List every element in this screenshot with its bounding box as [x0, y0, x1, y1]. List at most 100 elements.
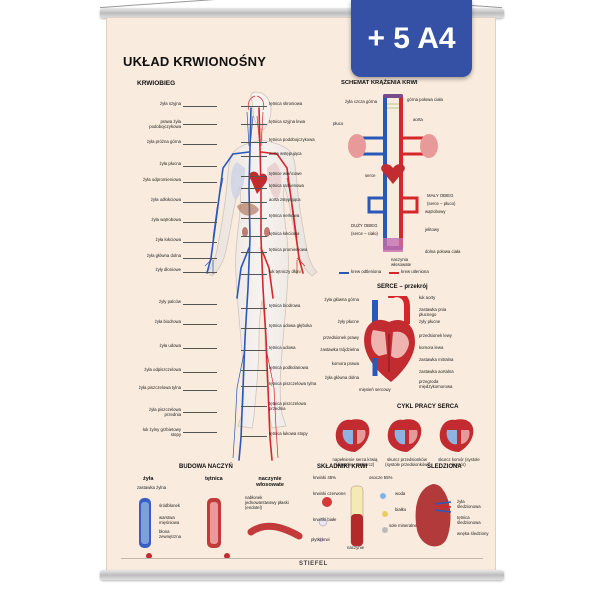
schemat-title: SCHEMAT KRĄŻENIA KRWI — [341, 80, 418, 86]
kr-left-label: żyła piszczelowa tylna — [138, 385, 181, 390]
hanger-rod-top — [100, 8, 504, 18]
kr-left-label: żyła piszczelowa przednia — [148, 407, 181, 417]
kr-left-label: żyła szyjna — [159, 101, 181, 106]
label-splenic-hilum: wnęka śledziony — [457, 531, 489, 536]
leader-line — [241, 236, 267, 237]
leader-line — [183, 222, 217, 223]
kr-left-label: żyła główna dolna — [146, 253, 181, 258]
serce-title: SERCE – przekrój — [377, 284, 428, 290]
kr-right-label: tętnica promieniowa — [269, 247, 308, 252]
budowa-title: BUDOWA NACZYŃ — [179, 464, 233, 470]
legend-swatch-oxygenated — [389, 272, 399, 274]
serce-labels-label: żyły płucne — [337, 319, 359, 324]
skl-labels-label: krwinki 45% — [313, 475, 336, 480]
cykl-caption-atrial-systole: skurcz przedsionków (systole przedsionkó… — [385, 457, 429, 467]
legend-deoxygenated: krew odtleniona — [351, 269, 382, 274]
leader-line — [241, 406, 267, 407]
skl-labels-label: krwinki czerwone — [313, 491, 346, 496]
serce-labels-label: żyła główna dolna — [324, 375, 359, 380]
body-figure — [204, 91, 318, 461]
serce-labels-label: przedsionek prawy — [323, 335, 359, 340]
sch-labels-label: aorta — [413, 117, 423, 122]
leader-line — [183, 324, 217, 325]
sch-labels-label: żyła czcza górna — [345, 99, 378, 104]
leader-line — [241, 370, 267, 371]
cykl-caption-diastole: napełnienie serca krwią (diastole – rozk… — [332, 457, 378, 467]
kr-right-label: tętnica łokciowa — [269, 231, 300, 236]
label-splenic-vein: żyła śledzionowa — [457, 499, 481, 509]
leader-line — [241, 308, 267, 309]
skl-labels-label: sole mineralne — [389, 523, 417, 528]
badge-plus-5-a4: + 5 A4 — [351, 0, 472, 77]
poster-title: UKŁAD KRWIONOŚNY — [123, 54, 267, 69]
kr-right-label: tętnica podobojczykowa — [269, 137, 315, 142]
leader-line — [241, 142, 267, 143]
kr-left-label: żyła płucna — [159, 161, 182, 166]
kr-right-label: tętnica nerkowa — [269, 213, 300, 218]
leader-line — [183, 166, 217, 167]
kr-right-label: aorta wstępująca — [269, 151, 302, 156]
kr-right-label: tętnica ramienowa — [269, 183, 304, 188]
column-vein: żyła — [143, 476, 154, 482]
poster: UKŁAD KRWIONOŚNY KRWIOBIEG — [106, 17, 496, 571]
cykl-caption-ventricular-systole: skurcz komór (systole komór) — [438, 457, 480, 467]
hanger-rod-bottom — [100, 570, 504, 580]
leader-line — [241, 350, 267, 351]
serce-bottom-label: mięsień sercowy — [359, 387, 391, 392]
leader-line — [241, 176, 267, 177]
leader-line — [241, 202, 267, 203]
sch-labels-label: dolna połowa ciała — [425, 249, 461, 254]
kr-left-label: żyła łokciowa — [155, 237, 181, 242]
skladniki-title: SKŁADNIKI KRWI — [317, 464, 368, 470]
vessel-illustrations — [139, 498, 303, 559]
kr-right-label: tętnica podkolanowa — [269, 365, 309, 370]
sch-labels-label: (serce – płuco) — [427, 201, 456, 206]
kr-right-label: tętnica piszczelowa tylna — [269, 381, 317, 386]
krwiobieg-title: KRWIOBIEG — [137, 80, 176, 87]
leader-line — [183, 372, 217, 373]
kr-left-label: prawa żyła podobojczykowa — [149, 119, 181, 129]
kr-left-label: żyła próżna górna — [146, 139, 181, 144]
sch-labels-label: naczynia włosowate — [391, 257, 412, 267]
leader-line — [183, 304, 217, 305]
serce-labels-label: żyła główna górna — [324, 297, 359, 302]
skl-labels-label: woda — [395, 491, 406, 496]
skl-labels-label: krwinki białe — [313, 517, 337, 522]
serce-right-label: zastawka aortalna — [419, 369, 454, 374]
sch-labels-label: DUŻY OBIEG — [351, 223, 378, 228]
kr-left-label: łuk żylny grzbietowy stopy — [142, 427, 181, 437]
serce-right-label: komora lewa — [419, 345, 444, 350]
sch-labels-label: górna połowa ciała — [407, 97, 443, 102]
kr-right-label: tętnica szyjna lewa — [269, 119, 306, 124]
column-capillary: naczynie włosowate — [256, 476, 284, 488]
leader-line — [241, 156, 267, 157]
leader-line — [183, 124, 217, 125]
footer-divider — [121, 558, 483, 559]
leader-line — [183, 390, 217, 391]
legend-swatch-deoxygenated — [339, 272, 349, 274]
sch-labels-label: MAŁY OBIEG — [427, 193, 454, 198]
kr-right-label: tętnica łukowa stopy — [269, 431, 308, 436]
leader-line — [241, 436, 267, 437]
skl-labels-label: białko — [395, 507, 407, 512]
label-splenic-artery: tętnica śledzionowa — [457, 515, 481, 525]
column-artery: tętnica — [205, 476, 223, 482]
cykl-title: CYKL PRACY SERCA — [397, 404, 459, 410]
kr-left-label: żyła odłokciowa — [150, 197, 181, 202]
serce-right-label: przedsionek lewy — [419, 333, 452, 338]
leader-line — [183, 106, 217, 107]
serce-right-label: żyły płucne — [419, 319, 441, 324]
label-muscle-layer: warstwa mięśniowa — [159, 515, 180, 525]
leader-line — [241, 252, 267, 253]
serce-right-label: łuk aorty — [419, 295, 436, 300]
sch-labels-label: serce — [365, 173, 376, 178]
spleen-illustration — [415, 484, 452, 547]
kr-left-label: żyła odpromieniowa — [143, 177, 181, 182]
label-endothelium: śródbłonek — [159, 503, 181, 508]
leader-line — [183, 412, 217, 413]
kr-right-label: tętnica biodrowa — [269, 303, 301, 308]
heart-cross-section — [364, 296, 415, 382]
skl-labels-label: naczynie — [347, 545, 364, 550]
serce-right-label: przegroda międzykomorowa — [419, 379, 453, 389]
circulation-schema — [348, 94, 438, 252]
